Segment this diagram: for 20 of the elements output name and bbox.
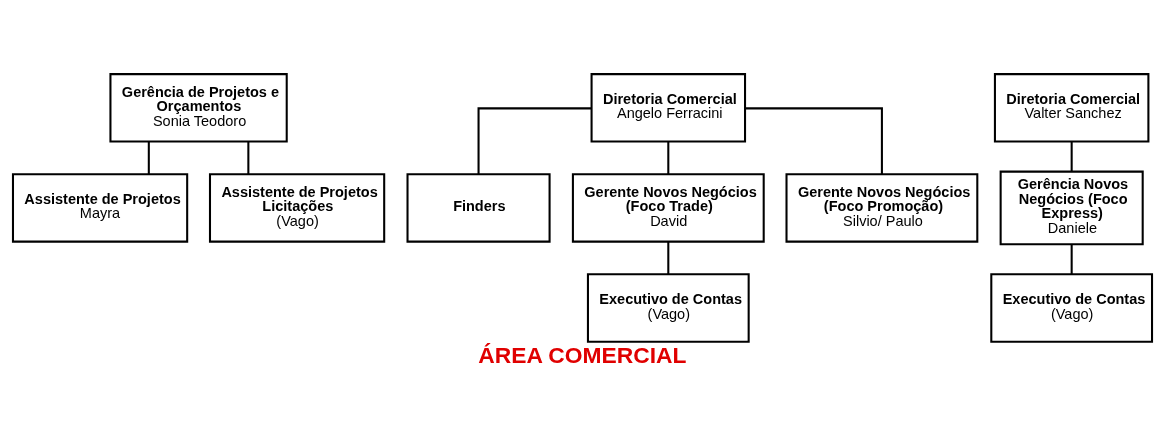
node-box: Assistente de Projetos Licitações (Vago): [208, 172, 386, 243]
diagram-title: ÁREA COMERCIAL: [478, 341, 687, 368]
connector: [667, 241, 670, 274]
connector: [1070, 141, 1073, 171]
node-box: Finders: [406, 172, 551, 243]
connector: [1070, 243, 1073, 274]
connector: [667, 141, 670, 174]
connector: [247, 141, 250, 174]
node-box: Gerente Novos Negócios (Foco Trade) David: [571, 172, 765, 243]
node-box: Diretoria Comercial Valter Sanchez: [993, 72, 1150, 143]
node-box: Diretoria Comercial Angelo Ferracini: [590, 72, 747, 143]
node-box: Assistente de Projetos Mayra: [11, 172, 189, 243]
connector: [147, 141, 150, 174]
node-box: Executivo de Contas (Vago): [586, 272, 750, 343]
connector: [745, 106, 883, 174]
node-box: Gerência Novos Negócios (Foco Express) Daniele: [999, 170, 1144, 245]
node-box: Gerência de Projetos e Orçamentos Sonia Teodoro: [109, 72, 288, 143]
node-box: Executivo de Contas (Vago): [990, 272, 1154, 343]
connector: [477, 106, 592, 174]
node-box: Gerente Novos Negócios (Foco Promoção) Silvio/ Paulo: [785, 172, 979, 243]
